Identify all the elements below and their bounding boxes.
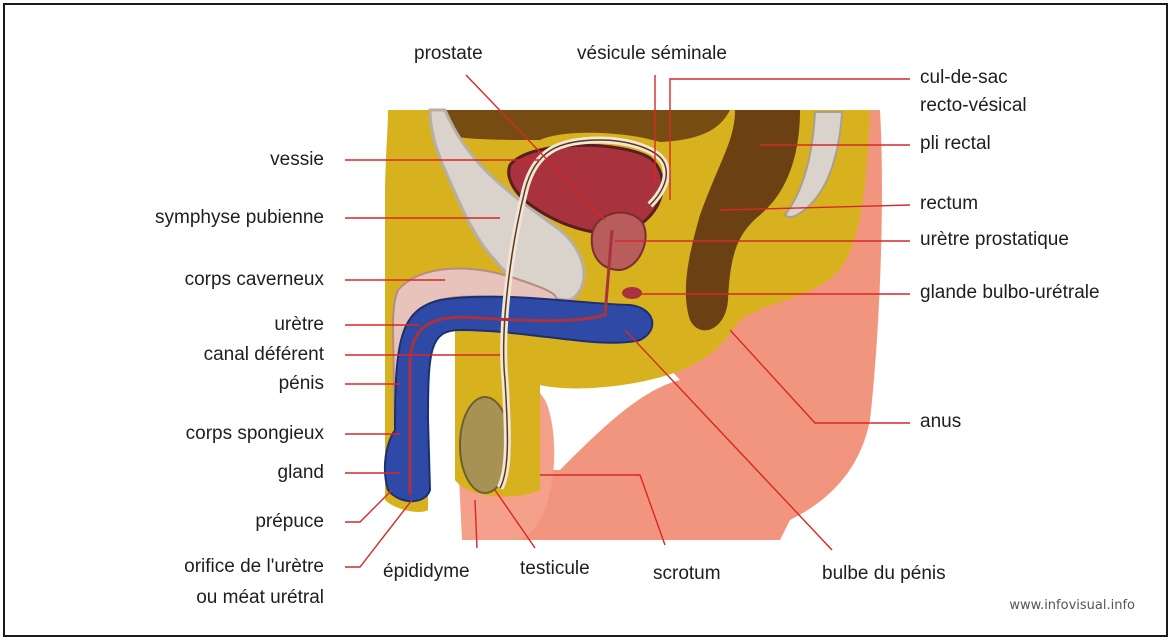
label-prepuce: prépuce (255, 511, 324, 533)
label-epididyme: épididyme (383, 561, 470, 583)
leader-prepuce (345, 490, 392, 522)
label-anus: anus (920, 411, 961, 433)
label-corps-caverneux: corps caverneux (185, 269, 324, 291)
label-uretre: urètre (274, 314, 324, 336)
label-prostate: prostate (414, 43, 483, 65)
label-vesicule-seminale: vésicule séminale (577, 43, 727, 65)
leader-orifice (345, 500, 412, 567)
label-uretre-prostatique: urètre prostatique (920, 229, 1069, 251)
label-testicule: testicule (520, 558, 590, 580)
label-corps-spongieux: corps spongieux (186, 423, 324, 445)
label-penis: pénis (279, 373, 324, 395)
label-recto-vesical: recto-vésical (920, 95, 1027, 117)
label-symphyse-pubienne: symphyse pubienne (155, 207, 324, 229)
label-meat-uretral: ou méat urétral (196, 587, 324, 609)
bulbourethral-gland (622, 287, 642, 299)
label-rectum: rectum (920, 193, 978, 215)
label-orifice-uretre: orifice de l'urètre (184, 556, 324, 578)
label-cul-de-sac: cul-de-sac (920, 67, 1008, 89)
label-gland: gland (278, 462, 325, 484)
label-canal-deferent: canal déférent (204, 344, 324, 366)
label-pli-rectal: pli rectal (920, 133, 991, 155)
credit-watermark: www.infovisual.info (1009, 598, 1135, 613)
label-scrotum: scrotum (653, 563, 721, 585)
label-glande-bulbo-uretrale: glande bulbo-urétrale (920, 282, 1100, 304)
label-bulbe-du-penis: bulbe du pénis (822, 563, 946, 585)
label-vessie: vessie (270, 149, 324, 171)
